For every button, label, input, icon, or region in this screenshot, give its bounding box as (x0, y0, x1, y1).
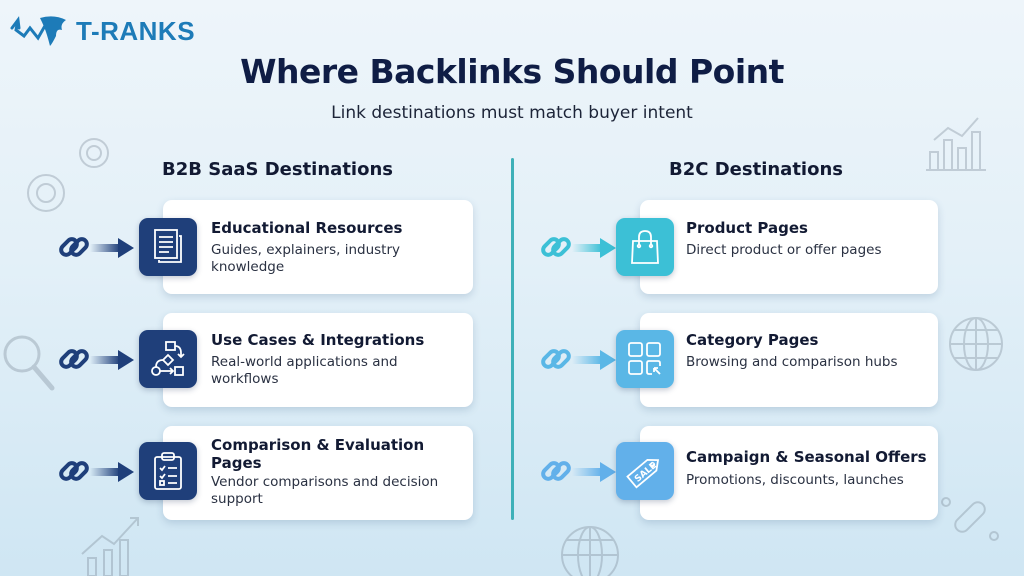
magnifier-icon (3, 335, 55, 391)
workflow-icon (139, 330, 197, 388)
globe-bottom-icon (561, 526, 619, 576)
bar-chart-icon (926, 117, 986, 171)
b2b-card-educational: Educational Resources Guides, explainers… (163, 200, 473, 294)
b2b-card-use-cases: Use Cases & Integrations Real-world appl… (163, 313, 473, 407)
card-title: Product Pages (686, 219, 808, 237)
category-grid-icon (616, 330, 674, 388)
document-stack-icon (139, 218, 197, 276)
logo-mark-icon (10, 16, 66, 46)
chain-link-icon (941, 497, 999, 541)
gears-icon (27, 138, 109, 212)
card-description: Guides, explainers, industry knowledge (211, 242, 400, 275)
card-description: Browsing and comparison hubs (686, 354, 898, 370)
column-divider (511, 158, 514, 520)
link-arrow-icon (59, 237, 134, 258)
card-description: Direct product or offer pages (686, 242, 882, 258)
link-arrow-icon (541, 349, 616, 370)
link-arrow-icon (541, 461, 616, 482)
card-description: Promotions, discounts, launches (686, 472, 904, 488)
card-title: Educational Resources (211, 219, 403, 237)
brand-logo: T-RANKS (10, 14, 195, 48)
card-description: Real-world applications and workflows (211, 354, 398, 387)
shopping-bag-icon (616, 218, 674, 276)
link-arrow-icon (59, 349, 134, 370)
b2c-card-campaign: Campaign & Seasonal Offers Promotions, d… (640, 426, 938, 520)
clipboard-checklist-icon (139, 442, 197, 500)
logo-text: T-RANKS (76, 15, 196, 46)
b2c-card-product: Product Pages Direct product or offer pa… (640, 200, 938, 294)
sale-tag-icon: SALE (616, 442, 674, 500)
card-title: Use Cases & Integrations (211, 331, 425, 349)
card-title: Campaign & Seasonal Offers (686, 448, 927, 466)
card-title: Comparison & Evaluation Pages (211, 436, 425, 472)
card-title: Category Pages (686, 331, 819, 349)
b2c-card-category: Category Pages Browsing and comparison h… (640, 313, 938, 407)
b2c-heading: B2C Destinations (669, 159, 843, 180)
page-subtitle: Link destinations must match buyer inten… (331, 103, 693, 123)
b2b-card-comparison: Comparison & Evaluation Pages Vendor com… (163, 426, 473, 520)
page-title: Where Backlinks Should Point (240, 52, 784, 91)
growth-chart-icon (81, 517, 139, 576)
link-arrow-icon (541, 237, 616, 258)
globe-icon (949, 317, 1003, 371)
b2b-heading: B2B SaaS Destinations (162, 159, 393, 180)
link-arrow-icon (59, 461, 134, 482)
card-description: Vendor comparisons and decision support (211, 474, 439, 507)
